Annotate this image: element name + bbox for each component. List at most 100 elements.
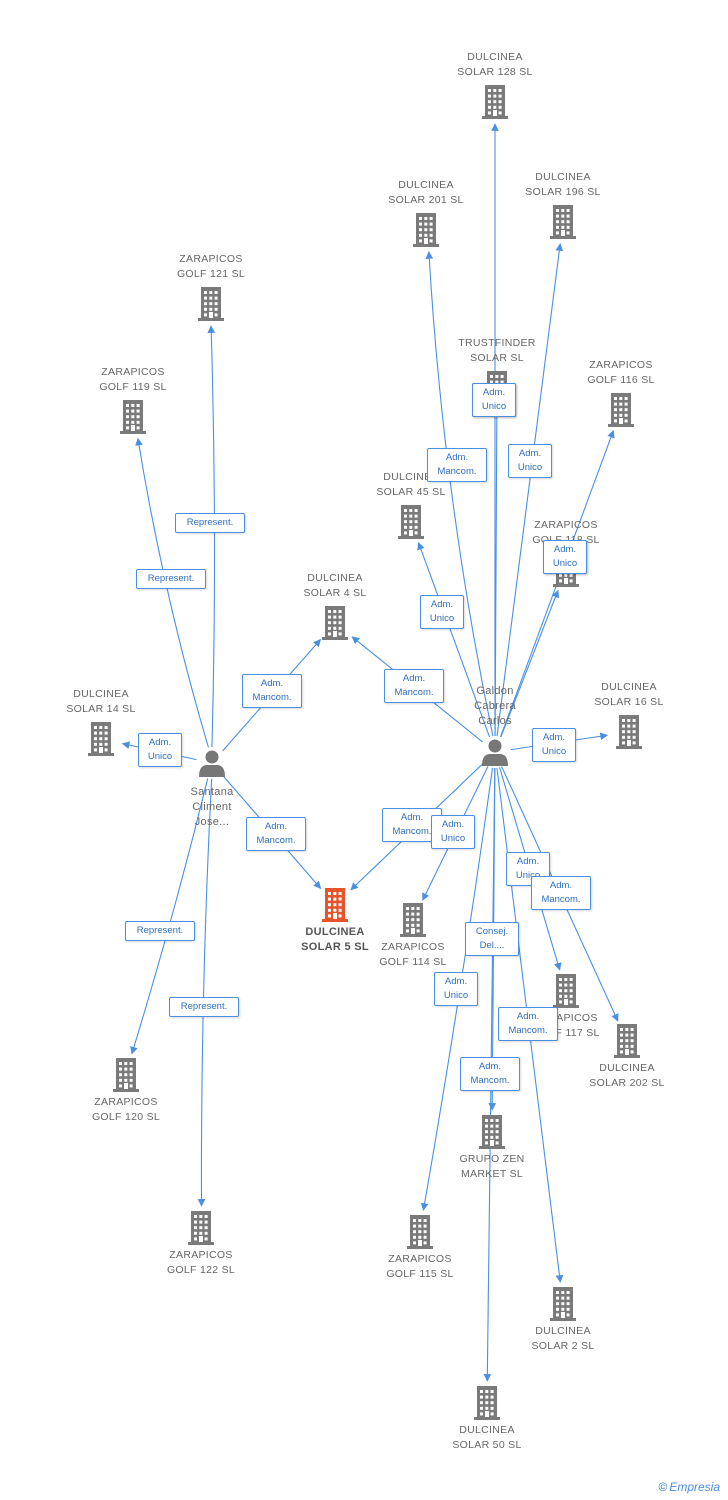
- relation-label-line: Adm.: [430, 599, 454, 610]
- building-icon[interactable]: [550, 205, 576, 239]
- relation-label[interactable]: Represent.: [175, 513, 245, 533]
- building-icon[interactable]: [398, 505, 424, 539]
- building-icon[interactable]: [113, 1058, 139, 1092]
- building-icon[interactable]: [322, 888, 348, 922]
- company-name-line: SOLAR SL: [470, 352, 524, 364]
- building-icon[interactable]: [198, 287, 224, 321]
- relation-label[interactable]: Adm.Unico: [431, 815, 475, 849]
- relation-label-line: Adm.: [482, 387, 506, 398]
- person-icon[interactable]: [199, 750, 225, 778]
- relation-edge: [425, 251, 494, 737]
- relation-label-line: Adm.: [553, 544, 577, 555]
- company-name-line: SOLAR 202 SL: [589, 1077, 665, 1089]
- building-icon[interactable]: [413, 213, 439, 247]
- footer-brand[interactable]: ©Empresia: [658, 1480, 720, 1494]
- company-label[interactable]: ZARAPICOS GOLF 114 SL: [358, 940, 468, 970]
- relation-label[interactable]: Adm.Mancom.: [531, 876, 591, 910]
- relation-edge: [417, 541, 491, 738]
- relation-label[interactable]: Adm.Mancom.: [242, 674, 302, 708]
- relation-label[interactable]: Represent.: [169, 997, 239, 1017]
- relation-label-line: Adm.: [445, 452, 469, 463]
- relation-edge: [135, 437, 209, 748]
- building-icon[interactable]: [474, 1386, 500, 1420]
- relation-label-line: Unico: [440, 833, 466, 844]
- relation-label-line: Adm.: [402, 673, 426, 684]
- relation-label[interactable]: Adm.Unico: [508, 444, 552, 478]
- company-name-line: GOLF 115 SL: [386, 1268, 454, 1280]
- company-name-line: GOLF 116 SL: [587, 374, 655, 386]
- building-icon[interactable]: [616, 715, 642, 749]
- relation-label[interactable]: Adm.Mancom.: [246, 817, 306, 851]
- relation-label-line: Unico: [147, 751, 173, 762]
- relation-label[interactable]: Adm.Unico: [434, 972, 478, 1006]
- relation-label[interactable]: Adm.Unico: [138, 733, 182, 767]
- building-icon[interactable]: [553, 974, 579, 1008]
- relation-label[interactable]: Adm.Mancom.: [460, 1057, 520, 1091]
- company-name-line: GOLF 114 SL: [379, 956, 447, 968]
- building-icon[interactable]: [400, 903, 426, 937]
- relation-label-line: Unico: [541, 746, 567, 757]
- building-icon[interactable]: [407, 1215, 433, 1249]
- relation-label[interactable]: Adm.Mancom.: [427, 448, 487, 482]
- company-name-line: SOLAR 4 SL: [303, 587, 367, 599]
- person-name-line: Carlos: [478, 715, 512, 727]
- company-name-line: ZARAPICOS: [169, 1249, 233, 1261]
- company-label[interactable]: DULCINEA SOLAR 4 SL: [280, 571, 390, 601]
- person-name-line: Jose...: [194, 816, 230, 828]
- relation-label-line: Mancom.: [508, 1025, 548, 1036]
- company-name-line: DULCINEA: [601, 681, 657, 693]
- company-name-line: DULCINEA: [307, 572, 363, 584]
- relation-edge: [496, 243, 564, 737]
- company-name-line: ZARAPICOS: [101, 366, 165, 378]
- relation-label[interactable]: Adm. Unico: [472, 383, 516, 417]
- relation-label[interactable]: Represent.: [125, 921, 195, 941]
- building-icon[interactable]: [608, 393, 634, 427]
- building-icon[interactable]: [482, 85, 508, 119]
- building-icon[interactable]: [120, 400, 146, 434]
- relation-label[interactable]: Adm. Unico: [543, 540, 587, 574]
- relation-label[interactable]: Adm.Unico: [532, 728, 576, 762]
- company-name-line: SOLAR 14 SL: [66, 703, 136, 715]
- relation-label-line: Mancom.: [541, 894, 581, 905]
- building-icon[interactable]: [479, 1115, 505, 1149]
- relation-label[interactable]: Consej.Del....: [465, 922, 519, 956]
- building-icon[interactable]: [188, 1211, 214, 1245]
- relation-label[interactable]: Adm.Mancom.: [498, 1007, 558, 1041]
- relation-label[interactable]: Adm.Mancom.: [384, 669, 444, 703]
- relation-label-line: Represent.: [147, 573, 195, 584]
- person-icon[interactable]: [482, 739, 508, 767]
- building-icon[interactable]: [322, 606, 348, 640]
- relation-label-line: Unico: [552, 558, 578, 569]
- company-name-line: SOLAR 5 SL: [301, 941, 369, 953]
- relation-label-line: Mancom.: [252, 692, 292, 703]
- building-icon[interactable]: [550, 1287, 576, 1321]
- building-icon[interactable]: [88, 722, 114, 756]
- building-icon[interactable]: [614, 1024, 640, 1058]
- company-name-line: ZARAPICOS: [381, 941, 445, 953]
- relation-label-line: Unico: [481, 401, 507, 412]
- relation-label-line: Unico: [515, 870, 541, 881]
- relation-label[interactable]: Adm.Unico: [420, 595, 464, 629]
- relation-label-line: Unico: [517, 462, 543, 473]
- relation-label[interactable]: Represent.: [136, 569, 206, 589]
